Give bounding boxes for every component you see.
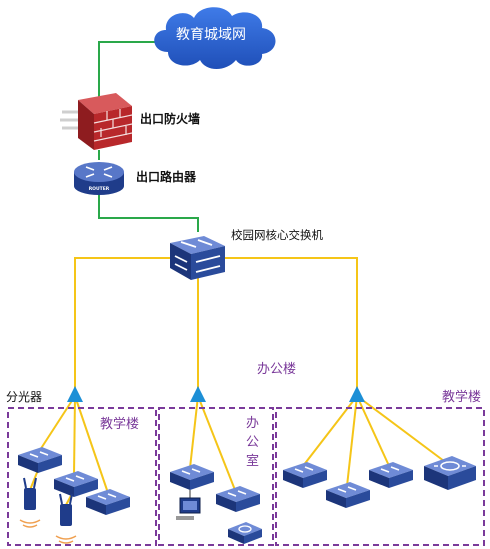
uplink-links	[98, 41, 199, 232]
access-switch-icons	[18, 447, 413, 515]
wireless-ap-icon	[55, 493, 77, 544]
core-switch-icon	[170, 236, 225, 280]
group-box-middle	[158, 407, 274, 546]
access-switch-icon	[369, 462, 413, 488]
group-box-right	[275, 407, 485, 546]
link-router-to-core	[98, 190, 199, 232]
router-icon	[74, 162, 124, 195]
link-cloud-to-firewall	[98, 41, 160, 100]
splitter-right-icon	[349, 386, 365, 402]
access-switch-icon	[170, 464, 214, 490]
router-badge: ROUTER	[89, 186, 110, 192]
internet-cloud-label: 教育城域网	[176, 27, 246, 43]
wireless-controller-icon	[424, 456, 476, 490]
wireless-ap-icon	[19, 477, 41, 528]
middle-group-label: 办公室	[246, 416, 260, 469]
access-switch-icon	[18, 447, 62, 473]
pc-icon	[176, 490, 201, 520]
router-label: 出口路由器	[136, 170, 197, 184]
splitter-middle-icon	[190, 386, 206, 402]
right-group-label: 教学楼	[442, 390, 482, 405]
firewall-label: 出口防火墙	[140, 112, 201, 126]
splitter-label: 分光器	[6, 390, 43, 404]
fiber-trunk-left	[74, 257, 198, 388]
left-group-label: 教学楼	[100, 417, 140, 432]
access-switch-icon	[54, 471, 98, 497]
access-switch-icon	[283, 462, 327, 488]
splitter-icons	[67, 386, 365, 402]
splitter-left-icon	[67, 386, 83, 402]
core-switch-label: 校园网核心交换机	[231, 228, 323, 242]
access-switch-icon	[86, 489, 130, 515]
fiber-trunk-right	[198, 257, 358, 388]
middle-building-label: 办公楼	[257, 362, 297, 377]
firewall-icon	[60, 93, 133, 150]
access-switch-icon	[216, 486, 260, 512]
router-small-icon	[228, 522, 262, 544]
internet-cloud-icon	[154, 7, 276, 69]
access-switch-icon	[326, 482, 370, 508]
group-box-left	[7, 407, 157, 546]
